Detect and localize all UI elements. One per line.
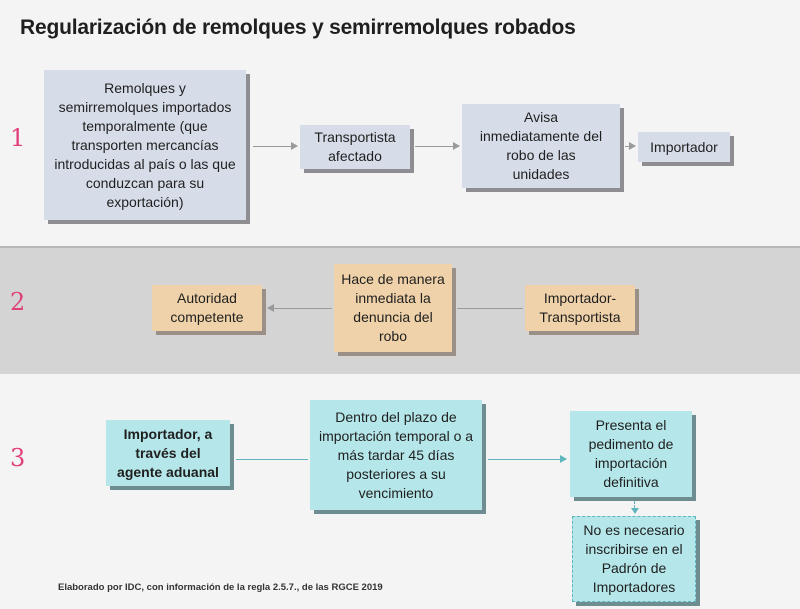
box-autoridad-competente: Autoridad competente xyxy=(152,285,262,331)
arrow-2a xyxy=(267,304,332,312)
row-2-number: 2 xyxy=(10,288,26,316)
box-importador-agente: Importador, a través del agente aduanal xyxy=(106,420,230,486)
arrow-1a xyxy=(253,142,298,150)
box-plazo-importacion: Dentro del plazo de importación temporal… xyxy=(310,400,482,510)
arrow-3b xyxy=(488,455,567,463)
box-importador-transportista: Importador-Transportista xyxy=(525,285,635,331)
row-3-number: 3 xyxy=(10,444,26,472)
box-importador: Importador xyxy=(638,132,730,162)
row-1-number: 1 xyxy=(10,124,26,152)
arrow-1c xyxy=(625,142,636,150)
box-padron-importadores: No es necesario inscribirse en el Padrón… xyxy=(572,516,696,602)
box-remolques-importados: Remolques y semirremolques importados te… xyxy=(44,70,246,220)
arrow-1b xyxy=(415,142,460,150)
source-note: Elaborado por IDC, con información de la… xyxy=(58,582,383,593)
box-pedimento-definitivo: Presenta el pedimento de importación def… xyxy=(570,411,692,497)
box-denuncia-robo: Hace de manera inmediata la denuncia del… xyxy=(334,264,452,352)
diagram-title: Regularización de remolques y semirremol… xyxy=(20,16,576,39)
box-avisa-robo: Avisa inmediatamente del robo de las uni… xyxy=(462,104,620,188)
arrow-3c xyxy=(631,501,639,514)
connector-2b xyxy=(457,308,523,309)
box-transportista-afectado: Transportista afectado xyxy=(300,125,410,169)
connector-3a xyxy=(236,459,308,460)
